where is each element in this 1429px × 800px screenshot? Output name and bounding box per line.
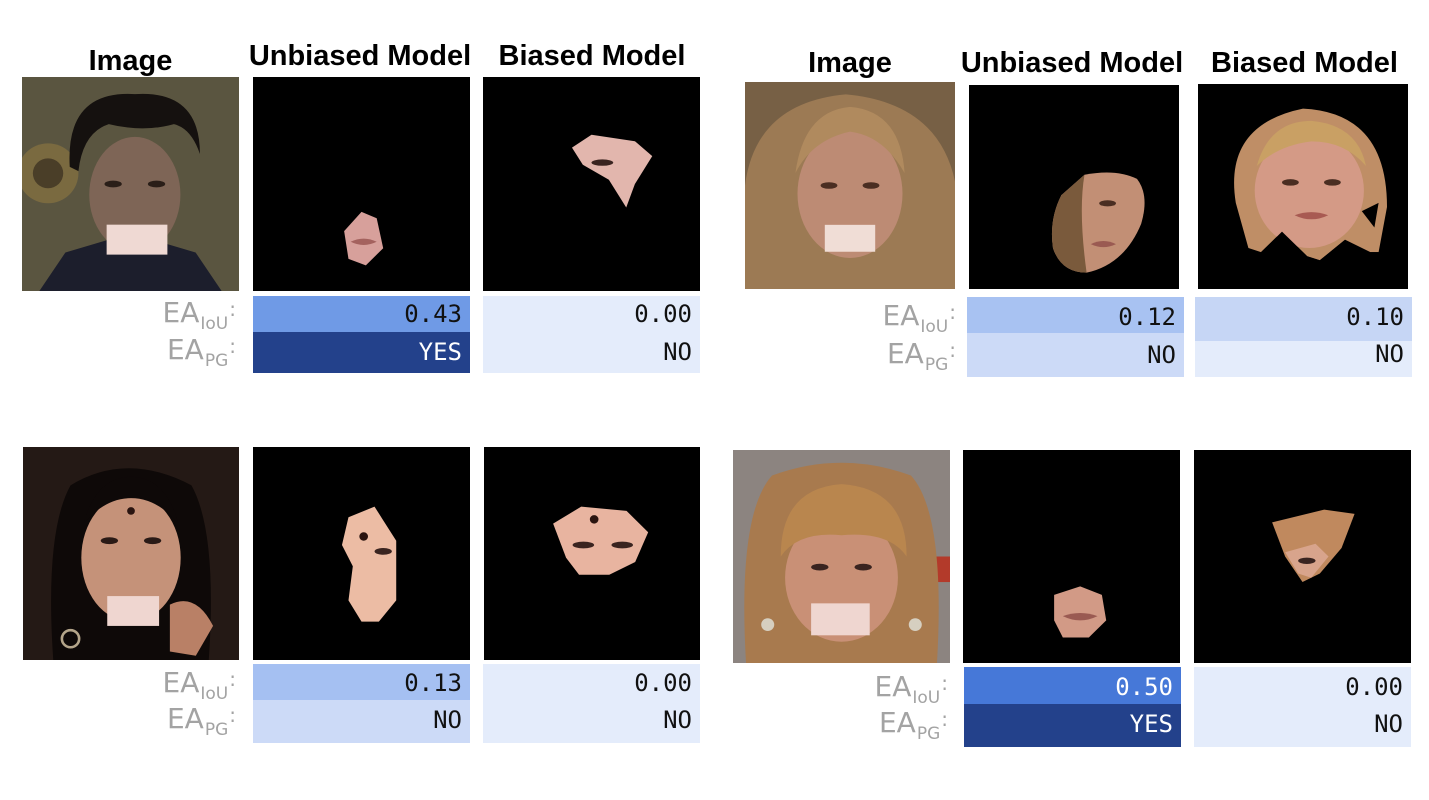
ea-iou-biased-2: 0.10 <box>1195 297 1412 341</box>
column-header-unbiased: Unbiased Model <box>960 47 1184 79</box>
ea-pg-biased-3: NO <box>483 700 700 743</box>
column-header-biased: Biased Model <box>1211 47 1398 79</box>
ea-iou-unbiased-1: 0.43 <box>253 296 470 332</box>
ea-pg-label: EAPG: <box>886 337 956 375</box>
ea-pg-unbiased-2: NO <box>967 333 1184 377</box>
ea-pg-label: EAPG: <box>878 706 948 744</box>
face-image-3 <box>23 447 239 660</box>
ea-pg-unbiased-4: YES <box>964 704 1181 747</box>
ea-iou-label: EAIoU: <box>162 666 236 704</box>
ea-iou-biased-1: 0.00 <box>483 296 700 332</box>
ea-pg-biased-1: NO <box>483 332 700 373</box>
face-image-2 <box>745 82 955 289</box>
ea-iou-label: EAIoU: <box>162 296 236 334</box>
ea-pg-unbiased-3: NO <box>253 700 470 743</box>
face-image-1 <box>22 77 239 291</box>
saliency-biased-1 <box>483 77 700 291</box>
column-header-image: Image <box>808 47 892 79</box>
column-header-biased: Biased Model <box>498 40 686 72</box>
ea-iou-biased-4: 0.00 <box>1194 667 1411 704</box>
saliency-unbiased-1 <box>253 77 470 291</box>
ea-pg-label: EAPG: <box>166 333 236 371</box>
ea-iou-unbiased-4: 0.50 <box>964 667 1181 704</box>
column-header-unbiased: Unbiased Model <box>248 40 472 72</box>
ea-iou-label: EAIoU: <box>874 670 948 708</box>
ea-iou-biased-3: 0.00 <box>483 664 700 700</box>
ea-iou-unbiased-2: 0.12 <box>967 297 1184 333</box>
column-header-image: Image <box>88 45 173 77</box>
ea-pg-biased-2: NO <box>1195 341 1412 377</box>
saliency-biased-4 <box>1194 450 1411 663</box>
ea-pg-biased-4: NO <box>1194 704 1411 747</box>
ea-iou-label: EAIoU: <box>882 299 956 337</box>
saliency-unbiased-4 <box>963 450 1180 663</box>
saliency-unbiased-3 <box>253 447 470 660</box>
face-image-4 <box>733 450 950 663</box>
ea-pg-label: EAPG: <box>166 702 236 740</box>
ea-iou-unbiased-3: 0.13 <box>253 664 470 700</box>
ea-pg-unbiased-1: YES <box>253 332 470 373</box>
saliency-biased-3 <box>484 447 700 660</box>
saliency-unbiased-2 <box>969 85 1179 289</box>
saliency-biased-2 <box>1198 84 1408 289</box>
